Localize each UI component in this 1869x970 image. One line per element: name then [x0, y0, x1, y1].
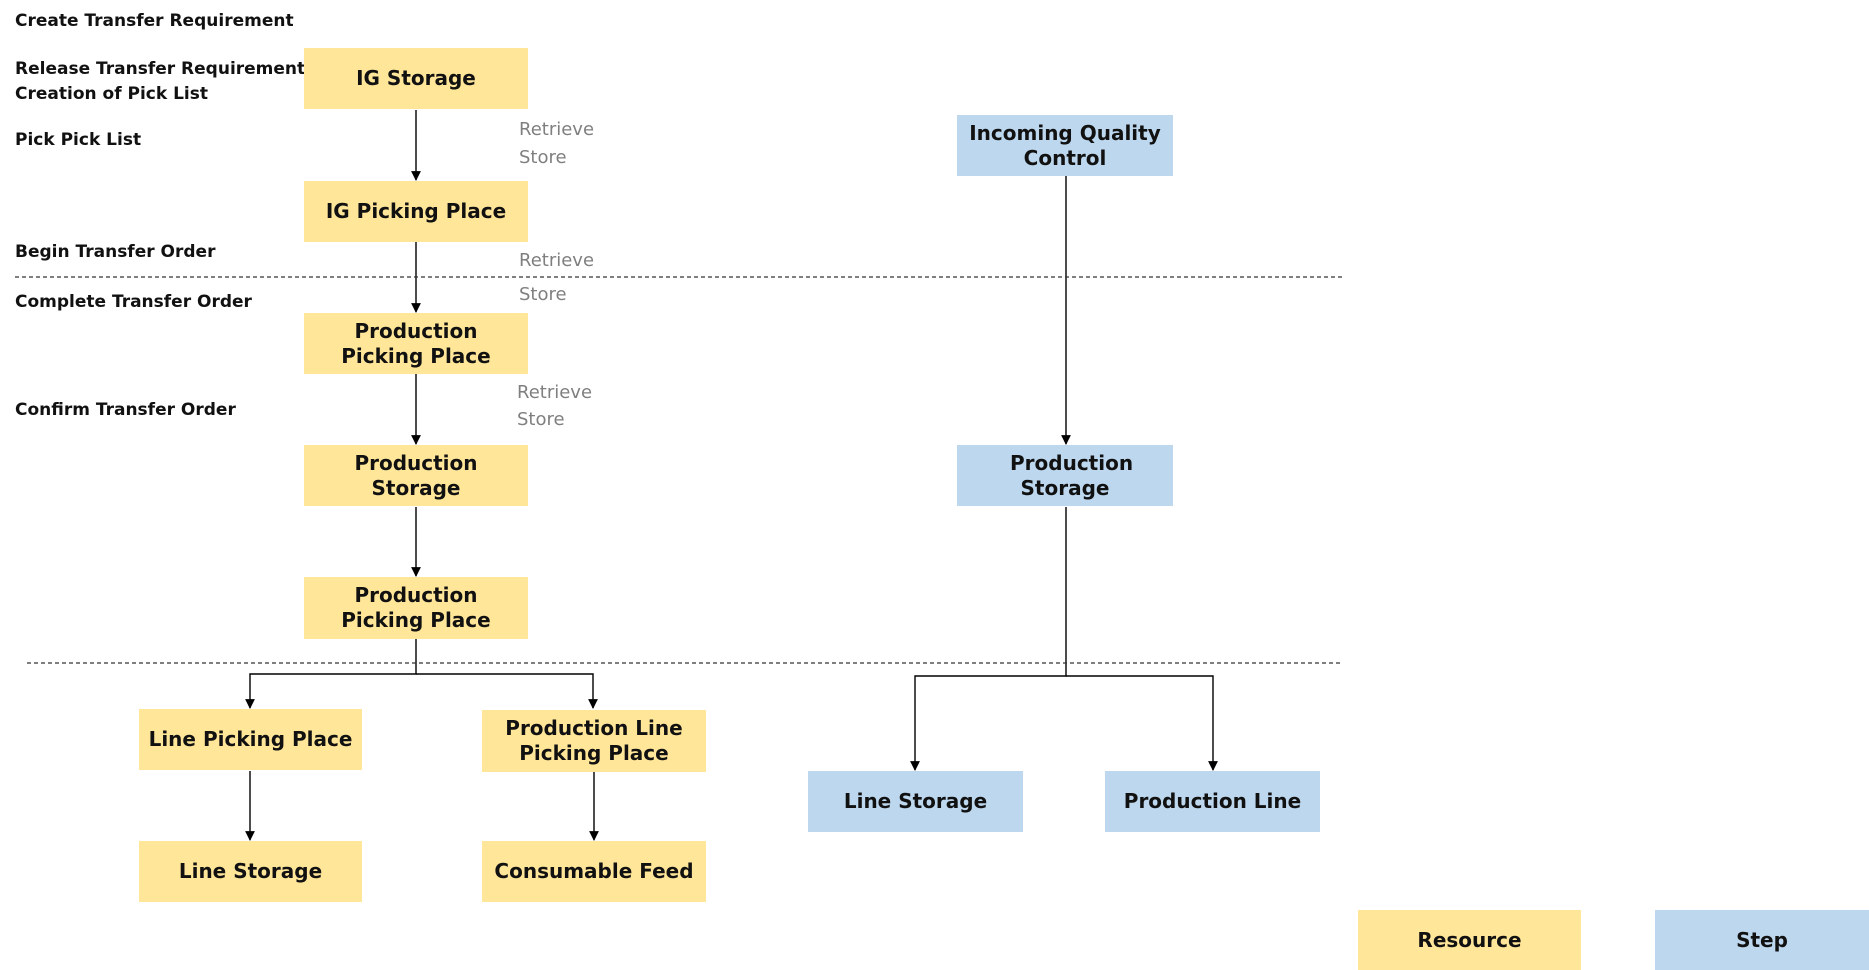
resource-box-production-storage: Production Storage — [304, 445, 528, 506]
step-box-production-storage: Production Storage — [957, 445, 1173, 506]
resource-box-production-line-picking-place: Production Line Picking Place — [482, 710, 706, 772]
step-label-pick-pick-list: Pick Pick List — [15, 130, 142, 150]
branch-prod-storage-right-2 — [1066, 675, 1218, 771]
step-box-line-storage: Line Storage — [808, 771, 1023, 832]
resource-box-label: Line Storage — [178, 859, 323, 883]
resource-box-label: Production Picking Place — [341, 583, 491, 632]
step-label-confirm-transfer-order: Confirm Transfer Order — [15, 400, 236, 420]
resource-box-ig-storage: IG Storage — [304, 48, 528, 109]
step-label-release-transfer-requirement: Release Transfer Requirement + — [15, 59, 326, 79]
note-store-2: Store — [519, 284, 567, 305]
legend-resource-label: Resource — [1417, 927, 1522, 952]
resource-box-label: Consumable Feed — [494, 859, 694, 883]
branch-prod-storage-right — [910, 507, 1067, 771]
note-retrieve-2: Retrieve — [519, 250, 595, 271]
note-retrieve-3: Retrieve — [517, 382, 593, 403]
note-store-3: Store — [517, 409, 565, 430]
resource-box-line-picking-place: Line Picking Place — [139, 709, 362, 770]
resource-box-ig-picking-place: IG Picking Place — [304, 181, 528, 242]
resource-box-line-storage: Line Storage — [139, 841, 362, 902]
step-box-incoming-quality-control: Incoming Quality Control — [957, 115, 1173, 176]
resource-box-label: Production Line Picking Place — [505, 716, 683, 765]
legend-resource: Resource — [1358, 910, 1581, 970]
step-label-create-transfer-requirement: Create Transfer Requirement — [15, 11, 294, 31]
legend-step: Step — [1655, 910, 1869, 970]
step-box-production-line: Production Line — [1105, 771, 1320, 832]
branch-prod-picking-2-right — [416, 673, 598, 709]
resource-box-label: IG Storage — [356, 66, 476, 90]
branch-prod-picking-2 — [245, 639, 417, 709]
note-store-1: Store — [519, 147, 567, 168]
resource-box-production-picking-place-1: Production Picking Place — [304, 313, 528, 374]
step-label-begin-transfer-order: Begin Transfer Order — [15, 242, 216, 262]
step-box-label: Line Storage — [843, 789, 988, 813]
note-retrieve-1: Retrieve — [519, 119, 595, 140]
resource-box-label: Production Picking Place — [341, 318, 491, 368]
resource-box-label: Line Picking Place — [148, 727, 353, 751]
step-label-creation-of-pick-list: Creation of Pick List — [15, 84, 209, 104]
legend-step-label: Step — [1736, 927, 1788, 952]
resource-box-label: Production Storage — [354, 450, 478, 500]
step-box-label: Production Line — [1123, 789, 1302, 813]
resource-box-consumable-feed: Consumable Feed — [482, 841, 706, 902]
resource-box-label: IG Picking Place — [325, 199, 507, 223]
step-box-label: Incoming Quality Control — [969, 120, 1161, 170]
step-label-complete-transfer-order: Complete Transfer Order — [15, 292, 252, 312]
step-box-label: Production Storage — [1010, 450, 1134, 500]
resource-box-production-picking-place-2: Production Picking Place — [304, 577, 528, 639]
